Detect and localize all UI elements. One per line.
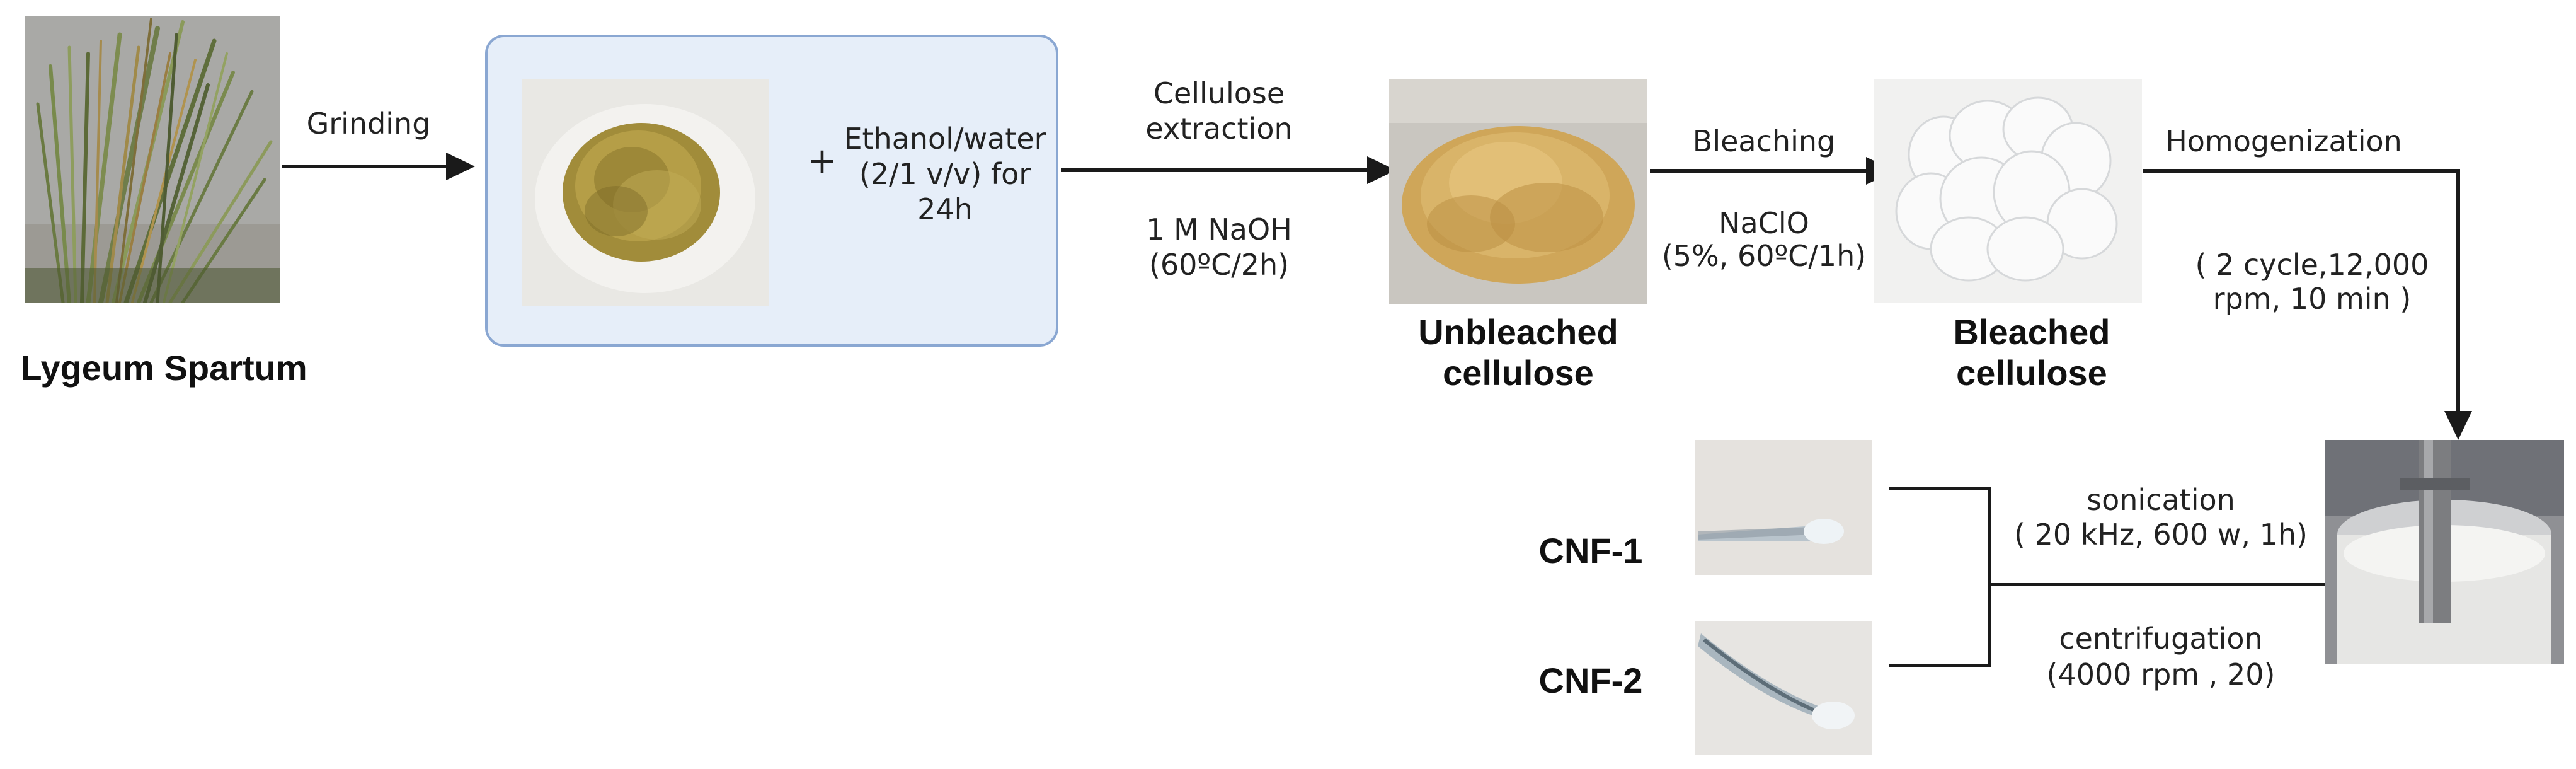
- naoh-line-2: (60ºC/2h): [1148, 248, 1290, 282]
- homogenization-label: Homogenization: [2165, 124, 2402, 158]
- connector-cnf-2: [1889, 664, 1991, 667]
- unbleached-label-line-2: cellulose: [1443, 353, 1594, 393]
- homogenization-arrow-head: [2444, 411, 2472, 440]
- cellulose-extraction-line-1: Cellulose: [1153, 76, 1285, 110]
- cnf-2-photo: [1695, 621, 1872, 755]
- cellulose-extraction-line-2: extraction: [1145, 112, 1293, 146]
- ground-powder-photo: [522, 79, 769, 306]
- lygeum-spartum-photo: [25, 16, 280, 303]
- plus-sign: +: [807, 141, 837, 182]
- bleached-label-line-2: cellulose: [1956, 353, 2107, 393]
- sonication-line-2: ( 20 kHz, 600 w, 1h): [2014, 517, 2308, 552]
- bleached-cellulose-photo: [1874, 79, 2142, 303]
- extraction-arrow-shaft: [1061, 168, 1373, 172]
- centrifugation-line-1: centrifugation: [2059, 622, 2263, 656]
- unbleached-cellulose-photo: [1389, 79, 1647, 304]
- homogenization-arrow-vertical: [2456, 169, 2460, 415]
- sonication-photo: [2325, 440, 2564, 664]
- connector-main: [1991, 583, 2325, 586]
- cnf-1-photo: [1695, 440, 1872, 575]
- homog-params-line-1: ( 2 cycle,12,000: [2195, 248, 2429, 282]
- connector-vertical: [1988, 487, 1991, 667]
- bleached-label-line-1: Bleached: [1953, 312, 2110, 352]
- sonication-line-1: sonication: [2087, 483, 2235, 517]
- naoh-line-1: 1 M NaOH: [1146, 212, 1292, 246]
- source-label: Lygeum Spartum: [20, 348, 307, 388]
- grinding-arrow-shaft: [282, 165, 452, 168]
- ethanol-line-2: (2/1 v/v) for: [859, 157, 1031, 191]
- cnf-2-label: CNF-2: [1538, 661, 1643, 700]
- bleaching-label: Bleaching: [1692, 124, 1836, 158]
- grinding-arrow-head: [446, 153, 475, 180]
- grinding-label: Grinding: [306, 107, 431, 141]
- naclo-line-2: (5%, 60ºC/1h): [1661, 239, 1867, 273]
- bleaching-arrow-shaft: [1650, 169, 1870, 173]
- cnf-1-label: CNF-1: [1538, 531, 1643, 570]
- ethanol-line-1: Ethanol/water: [844, 122, 1046, 156]
- centrifugation-line-2: (4000 rpm , 20): [2046, 657, 2275, 691]
- naclo-line-1: NaClO: [1719, 206, 1809, 240]
- unbleached-label-line-1: Unbleached: [1418, 312, 1618, 352]
- ethanol-line-3: 24h: [917, 192, 973, 226]
- homog-params-line-2: rpm, 10 min ): [2212, 282, 2412, 316]
- connector-cnf-1: [1889, 487, 1991, 490]
- homogenization-arrow-horizontal: [2143, 169, 2460, 173]
